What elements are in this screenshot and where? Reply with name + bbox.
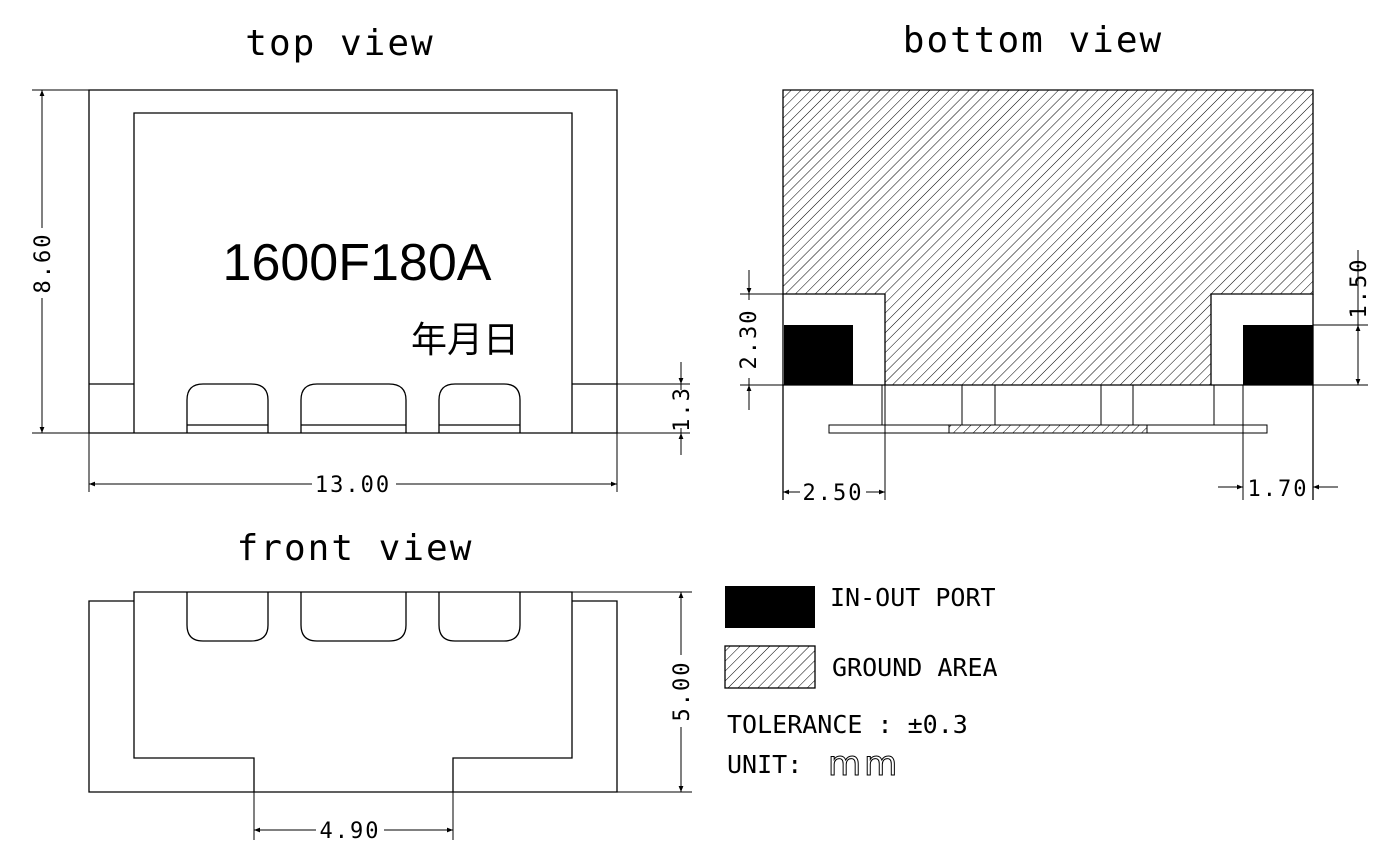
top-view-inner-body	[133, 112, 573, 433]
date-code: 年月日	[411, 320, 519, 361]
dim-bottom-left-width-label: 2.50	[803, 481, 864, 506]
dim-front-height-label: 5.00	[670, 661, 695, 722]
part-marking: 1600F180A	[223, 234, 492, 292]
bottom-view-profile	[782, 385, 1314, 500]
dim-top-height: 8.60	[30, 89, 89, 434]
dim-top-width-label: 13.00	[315, 473, 391, 498]
dim-top-step: 1.3	[617, 362, 695, 455]
dim-top-step-label: 1.3	[670, 386, 695, 432]
dim-bottom-port-height: 1.50	[1313, 250, 1372, 386]
dim-top-height-label: 8.60	[31, 233, 56, 294]
front-view-title: front view	[237, 528, 474, 569]
dim-front-height: 5.00	[572, 591, 695, 793]
in-out-port-left	[784, 325, 853, 385]
legend-port-swatch	[725, 586, 815, 628]
legend-ground-label: GROUND AREA	[832, 653, 998, 682]
top-view-feet	[186, 383, 521, 433]
top-view-outer-frame	[88, 89, 618, 434]
dim-bottom-pad-height-label: 2.30	[737, 309, 762, 370]
dim-front-bottom-width-label: 4.90	[320, 819, 381, 844]
front-view-feet	[186, 592, 521, 642]
top-view: top view 1600F180A 年月日 8.60 13.00	[30, 23, 695, 498]
front-view-outline	[88, 591, 618, 793]
dim-bottom-right-width: 1.70	[1218, 385, 1338, 502]
tolerance-label: TOLERANCE : ±0.3	[727, 710, 968, 739]
legend-ground-swatch	[724, 645, 816, 689]
dim-top-width: 13.00	[88, 433, 618, 498]
unit-label: UNIT:	[727, 750, 802, 779]
ground-area	[782, 89, 1314, 386]
front-view: front view 5.00 4.90	[88, 528, 695, 844]
dim-front-bottom-width: 4.90	[253, 792, 454, 844]
legend-port-label: IN-OUT PORT	[830, 583, 996, 612]
top-view-title: top view	[245, 23, 434, 64]
dim-bottom-port-height-label: 1.50	[1347, 258, 1372, 319]
legend: IN-OUT PORT GROUND AREA TOLERANCE : ±0.3…	[724, 583, 998, 785]
dim-bottom-pad-height: 2.30	[736, 270, 783, 410]
unit-value: mm	[828, 744, 900, 784]
dim-bottom-left-width: 2.50	[783, 385, 886, 506]
bottom-view-title: bottom view	[903, 20, 1163, 61]
in-out-port-right	[1243, 325, 1313, 385]
bottom-view: bottom view 2.30	[736, 20, 1372, 506]
dim-bottom-right-width-label: 1.70	[1248, 477, 1309, 502]
